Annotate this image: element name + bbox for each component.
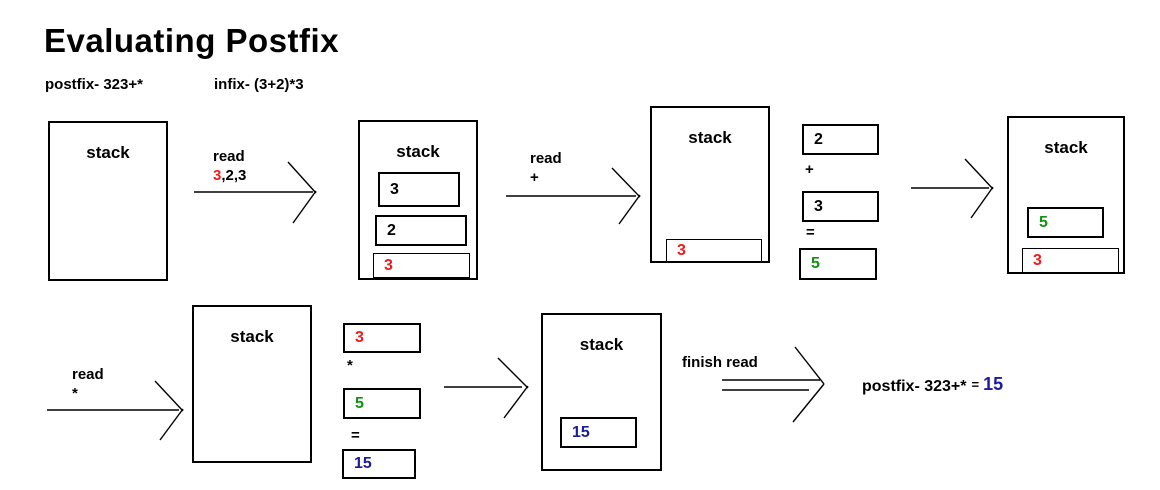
- calc-operand: 2: [814, 130, 823, 148]
- stack-box-after-reads: stack 3 2 3: [358, 120, 478, 280]
- arrow-right-icon: [194, 161, 317, 224]
- step-token: *: [72, 385, 78, 402]
- calc-operator: *: [347, 357, 353, 374]
- stack-item: 2: [375, 215, 467, 246]
- step-action: read: [530, 150, 562, 167]
- stack-item: 15: [560, 417, 637, 448]
- stack-label: stack: [579, 335, 624, 354]
- step-action: read: [72, 366, 104, 383]
- calc-operand-box: 5: [343, 388, 421, 419]
- calc-result: 15: [354, 455, 372, 472]
- stack-label: stack: [230, 327, 274, 346]
- calc-equals: =: [351, 427, 360, 444]
- stack-item: 3: [373, 253, 470, 278]
- stack-item-value: 3: [390, 180, 399, 198]
- stack-label: stack: [688, 128, 732, 147]
- step-tokens: 3,2,3: [213, 166, 246, 185]
- stack-box-after-add: stack 3: [650, 106, 770, 263]
- arrow-right-icon: [506, 167, 641, 225]
- stack-box-initial: stack: [48, 121, 168, 281]
- stack-label: stack: [86, 143, 130, 162]
- calc-operand: 5: [355, 394, 364, 412]
- calc-result-box: 15: [342, 449, 416, 479]
- step-action: read: [213, 148, 245, 165]
- page-title: Evaluating Postfix: [44, 22, 340, 59]
- step-label-finish-read: finish read: [682, 354, 758, 371]
- stack-item-value: 3: [677, 241, 686, 259]
- result-text: postfix- 323+* =15: [862, 374, 1003, 396]
- stack-item-value: 5: [1039, 213, 1048, 231]
- result-value: 15: [983, 374, 1004, 394]
- arrow-right-icon: [444, 357, 529, 419]
- stack-label: stack: [1044, 138, 1088, 157]
- calc-operand-box: 2: [802, 124, 879, 155]
- step-label-read-plus: read +: [530, 149, 562, 187]
- result-expression: postfix- 323+*: [862, 378, 967, 395]
- stack-item-value: 3: [384, 256, 393, 274]
- infix-expression: infix- (3+2)*3: [214, 76, 304, 93]
- stack-item-value: 2: [387, 221, 396, 239]
- stack-item-value: 3: [1033, 251, 1042, 269]
- step-token: +: [530, 169, 539, 186]
- calc-result-box: 5: [799, 248, 877, 280]
- arrow-right-icon: [47, 380, 184, 441]
- calc-operand: 3: [355, 329, 364, 346]
- calc-operator: +: [805, 161, 814, 178]
- stack-box-after-push-sum: stack 5 3: [1007, 116, 1125, 274]
- stack-item: 5: [1027, 207, 1104, 238]
- calc-operand-box: 3: [802, 191, 879, 222]
- step-label-read-numbers: read 3,2,3: [213, 147, 246, 185]
- calc-equals: =: [806, 224, 815, 241]
- calc-operand: 3: [814, 197, 823, 215]
- calc-result: 5: [811, 255, 820, 272]
- calc-operand-box: 3: [343, 323, 421, 353]
- double-arrow-right-icon: [722, 346, 825, 423]
- postfix-expression: postfix- 323+*: [45, 76, 143, 93]
- result-equals: =: [971, 377, 980, 392]
- step-label-read-times: read *: [72, 365, 104, 403]
- stack-item-value: 15: [572, 423, 590, 441]
- stack-label: stack: [396, 142, 440, 161]
- arrow-right-icon: [911, 158, 994, 219]
- stack-box-final: stack 15: [541, 313, 662, 471]
- stack-box-before-multiply: stack: [192, 305, 312, 463]
- stack-item: 3: [378, 172, 460, 207]
- step-token-red: 3: [213, 167, 222, 184]
- stack-item: 3: [666, 239, 762, 262]
- stack-item: 3: [1022, 248, 1119, 273]
- step-token-rest: ,2,3: [221, 167, 247, 184]
